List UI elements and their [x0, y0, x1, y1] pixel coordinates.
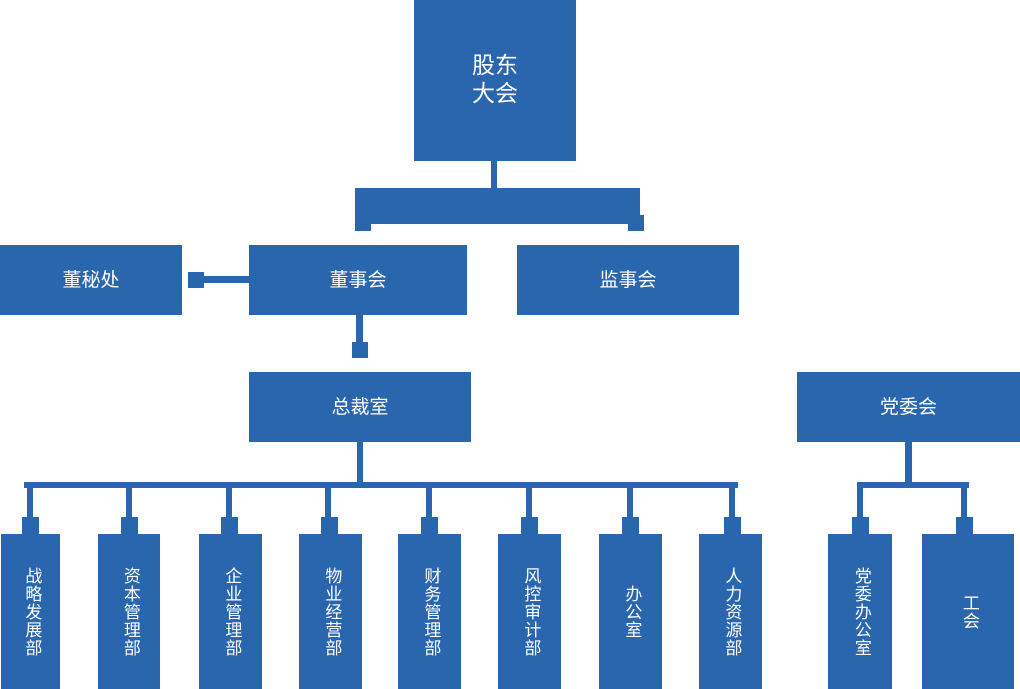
node-department-6-label: 风控审计部	[520, 566, 541, 657]
connector-party-rail	[857, 482, 969, 488]
connector-nub-left-level2	[355, 215, 371, 231]
node-department-2-label: 资本管理部	[119, 566, 140, 657]
connector-drop-dept-4	[325, 482, 331, 522]
node-party-department-1[interactable]: 党委办公室	[828, 534, 892, 689]
node-department-6[interactable]: 风控审计部	[498, 534, 561, 689]
connector-bus-level2	[355, 188, 640, 224]
node-department-2[interactable]: 资本管理部	[98, 534, 160, 689]
connector-board-to-president	[356, 315, 363, 344]
connector-president-drop	[357, 442, 363, 487]
connector-nub-dept-7	[622, 517, 639, 534]
node-president-office[interactable]: 总裁室	[249, 372, 471, 442]
connector-president-rail	[24, 482, 738, 488]
node-shareholders-meeting[interactable]: 股东 大会	[414, 0, 576, 161]
node-party-department-2[interactable]: 工会	[922, 534, 1014, 689]
connector-drop-dept-5	[426, 482, 432, 522]
connector-nub-dept-8	[724, 517, 741, 534]
connector-nub-party-2	[956, 517, 973, 534]
connector-nub-dept-4	[321, 517, 338, 534]
connector-nub-president	[352, 342, 368, 358]
connector-shareholders-to-bus	[491, 161, 497, 191]
connector-nub-dept-3	[221, 517, 238, 534]
node-department-1-label: 战略发展部	[21, 566, 42, 657]
connector-drop-dept-2	[126, 482, 132, 522]
connector-drop-dept-3	[226, 482, 232, 522]
connector-board-secretary-to-board	[204, 276, 249, 283]
node-department-5[interactable]: 财务管理部	[398, 534, 461, 689]
connector-drop-dept-7	[627, 482, 633, 522]
connector-nub-right-level2	[628, 215, 644, 231]
node-department-3[interactable]: 企业管理部	[199, 534, 262, 689]
node-board-secretary-office[interactable]: 董秘处	[0, 245, 182, 315]
node-board-of-directors[interactable]: 董事会	[249, 245, 467, 315]
node-board-of-supervisors[interactable]: 监事会	[517, 245, 739, 315]
connector-nub-dept-6	[521, 517, 538, 534]
node-department-7[interactable]: 办公室	[599, 534, 662, 689]
connector-nub-party-1	[852, 517, 869, 534]
node-party-department-2-label: 工会	[958, 593, 979, 630]
node-department-4-label: 物业经营部	[321, 566, 342, 657]
node-department-7-label: 办公室	[621, 584, 642, 639]
node-party-department-1-label: 党委办公室	[850, 566, 871, 657]
connector-nub-dept-2	[121, 517, 138, 534]
connector-drop-party-1	[857, 482, 863, 522]
node-department-4[interactable]: 物业经营部	[299, 534, 362, 689]
connector-drop-dept-6	[526, 482, 532, 522]
node-party-committee[interactable]: 党委会	[797, 372, 1020, 442]
connector-drop-dept-8	[729, 482, 735, 522]
connector-party-drop	[905, 442, 912, 487]
node-department-8-label: 人力资源部	[721, 566, 742, 657]
connector-drop-dept-1	[27, 482, 33, 522]
node-department-1[interactable]: 战略发展部	[1, 534, 60, 689]
connector-drop-party-2	[961, 482, 967, 522]
connector-nub-dept-5	[421, 517, 438, 534]
node-department-8[interactable]: 人力资源部	[699, 534, 762, 689]
connector-nub-dept-1	[22, 517, 39, 534]
node-department-5-label: 财务管理部	[420, 566, 441, 657]
node-department-3-label: 企业管理部	[221, 566, 242, 657]
connector-nub-board-secretary	[188, 272, 204, 288]
